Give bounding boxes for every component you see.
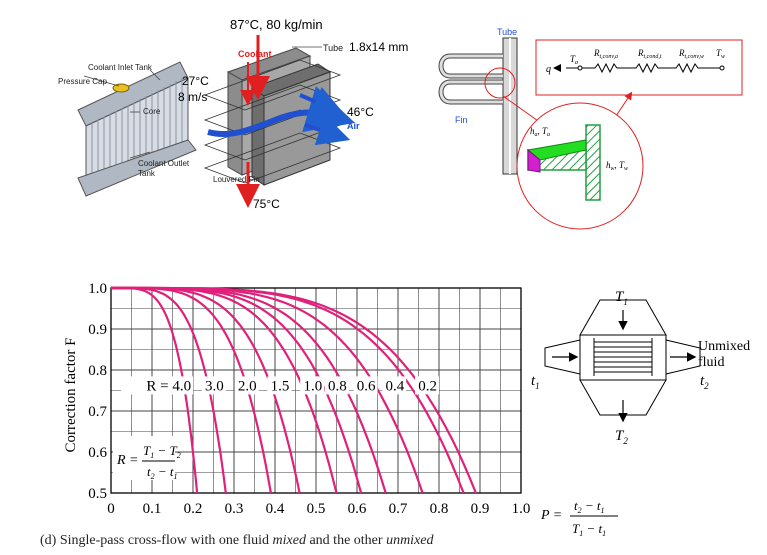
x-tick-label: 1.0 bbox=[512, 501, 531, 517]
resistance-conv-w: Rt,conv,w bbox=[678, 48, 704, 60]
x-tick-label: 0.2 bbox=[184, 501, 203, 517]
coolant-outlet-tank-label-1: Coolant Outlet bbox=[138, 159, 190, 168]
y-axis-label: Correction factor F bbox=[63, 338, 79, 453]
svg-text:t1: t1 bbox=[531, 373, 540, 391]
node-tw: Tw bbox=[716, 48, 725, 60]
r-label-bg bbox=[382, 376, 407, 395]
heat-flow-q: q bbox=[546, 64, 551, 75]
coolant-label: Coolant bbox=[238, 49, 272, 59]
p-formula-label: P = bbox=[540, 508, 562, 523]
svg-text:ha, Ta: ha, Ta bbox=[530, 126, 550, 138]
y-tick-label: 1.0 bbox=[88, 281, 107, 297]
r-value-label: 0.6 bbox=[357, 378, 376, 394]
fin-sketch-fin-label: Fin bbox=[455, 115, 468, 125]
x-tick-label: 0.6 bbox=[348, 501, 367, 517]
air-label: Air bbox=[347, 121, 360, 131]
coolant-outlet-tank-label-2: Tank bbox=[138, 169, 156, 178]
x-tick-labels: 0 0.1 0.2 0.3 0.4 0.5 0.6 0.7 0.8 0.9 1.0 bbox=[107, 501, 530, 517]
svg-text:T2: T2 bbox=[615, 428, 628, 446]
air-inlet-speed: 8 m/s bbox=[178, 90, 207, 104]
r-value-label: 0.8 bbox=[328, 378, 347, 394]
svg-text:T1 − t1: T1 − t1 bbox=[572, 521, 606, 538]
svg-text:Tw: Tw bbox=[716, 48, 725, 60]
p-formula-fraction: t2 − t1 T1 − t1 bbox=[570, 498, 618, 538]
r-value-label: 0.4 bbox=[385, 378, 404, 394]
x-tick-label: 0.4 bbox=[266, 501, 285, 517]
tube-size: 1.8x14 mm bbox=[349, 40, 408, 54]
r-label-bg bbox=[415, 376, 439, 395]
svg-text:t2 − t1: t2 − t1 bbox=[574, 498, 605, 515]
svg-text:Rt,cond,t: Rt,cond,t bbox=[637, 48, 662, 60]
resistance-cond-t: Rt,cond,t bbox=[637, 48, 662, 60]
coolant-outlet-temp: 75°C bbox=[253, 197, 280, 211]
core-section-illustration bbox=[203, 35, 355, 208]
y-tick-label: 0.6 bbox=[88, 445, 107, 461]
y-tick-label: 0.9 bbox=[88, 322, 107, 338]
r-value-label: 2.0 bbox=[238, 378, 257, 394]
unmixed-fluid-label-2: fluid bbox=[698, 355, 724, 370]
r-label-bg bbox=[234, 376, 259, 395]
svg-text:t2: t2 bbox=[700, 373, 709, 391]
cold-outlet-label: t2 bbox=[700, 373, 709, 391]
resistance-conv-a: Rt,conv,a bbox=[593, 48, 618, 60]
fin-sketch-tube-label: Tube bbox=[497, 27, 517, 37]
coolant-inlet-condition: 87°C, 80 kg/min bbox=[230, 17, 323, 32]
r-formula-fraction: T1 − T2 t2 − t1 bbox=[142, 443, 181, 481]
x-tick-label: 0.9 bbox=[471, 501, 490, 517]
x-tick-label: 0.3 bbox=[225, 501, 244, 517]
r-value-labels: R = 4.0 3.0 2.0 1.5 1.0 0.8 0.6 0.4 0.2 bbox=[121, 376, 439, 395]
r-formula-box bbox=[113, 436, 175, 480]
r-value-label: 3.0 bbox=[205, 378, 224, 394]
svg-text:Rt,conv,a: Rt,conv,a bbox=[593, 48, 618, 60]
r-formula-label: R = bbox=[116, 453, 139, 468]
r-value-label: 0.2 bbox=[418, 378, 437, 394]
tube-label: Tube bbox=[323, 43, 343, 53]
r-value-label: 1.0 bbox=[303, 378, 322, 394]
svg-text:T1 − T2: T1 − T2 bbox=[143, 443, 181, 460]
air-inlet-temp: 27°C bbox=[182, 74, 209, 88]
louvered-fin-label: Louvered Fin bbox=[213, 175, 260, 184]
y-tick-label: 0.7 bbox=[88, 404, 107, 420]
r-label-bg bbox=[353, 376, 378, 395]
svg-text:T1: T1 bbox=[615, 289, 628, 307]
fin-tube-sketch bbox=[438, 37, 743, 230]
radiator-illustration bbox=[77, 61, 197, 197]
node-ta: Ta bbox=[570, 54, 578, 66]
y-tick-label: 0.5 bbox=[88, 486, 107, 502]
r-value-label: R = 4.0 bbox=[146, 378, 191, 394]
hot-outlet-label: T2 bbox=[615, 428, 628, 446]
cold-inlet-label: t1 bbox=[531, 373, 540, 391]
pressure-cap-label: Pressure Cap bbox=[58, 77, 107, 86]
r-label-bg bbox=[201, 376, 226, 395]
water-side-coeff: hw, Tw bbox=[606, 160, 628, 172]
crossflow-exchanger-schematic bbox=[544, 299, 701, 423]
r-label-bg bbox=[267, 376, 292, 395]
core-label: Core bbox=[143, 107, 161, 116]
unmixed-fluid-label-1: Unmixed bbox=[698, 339, 750, 354]
r-value-label: 1.5 bbox=[271, 378, 290, 394]
air-outlet-temp: 46°C bbox=[347, 105, 374, 119]
svg-text:hw, Tw: hw, Tw bbox=[606, 160, 628, 172]
r-label-bg bbox=[300, 376, 325, 395]
coolant-inlet-tank-label: Coolant Inlet Tank bbox=[88, 63, 153, 72]
svg-text:Rt,conv,w: Rt,conv,w bbox=[678, 48, 704, 60]
y-tick-label: 0.8 bbox=[88, 363, 107, 379]
r-label-bg bbox=[121, 376, 194, 395]
plot-frame bbox=[110, 287, 522, 494]
y-tick-labels: 0.5 0.6 0.7 0.8 0.9 1.0 bbox=[88, 281, 107, 502]
svg-text:Ta: Ta bbox=[570, 54, 578, 66]
r-label-bg bbox=[324, 376, 349, 395]
x-tick-label: 0.8 bbox=[430, 501, 449, 517]
hot-inlet-label: T1 bbox=[615, 289, 628, 307]
svg-text:t2 − t1: t2 − t1 bbox=[147, 464, 178, 481]
x-tick-label: 0.1 bbox=[143, 501, 162, 517]
x-tick-label: 0 bbox=[107, 501, 115, 517]
air-side-coeff: ha, Ta bbox=[530, 126, 550, 138]
x-tick-label: 0.5 bbox=[307, 501, 326, 517]
chart-caption: (d) Single-pass cross-flow with one flui… bbox=[40, 533, 434, 548]
x-tick-label: 0.7 bbox=[389, 501, 408, 517]
